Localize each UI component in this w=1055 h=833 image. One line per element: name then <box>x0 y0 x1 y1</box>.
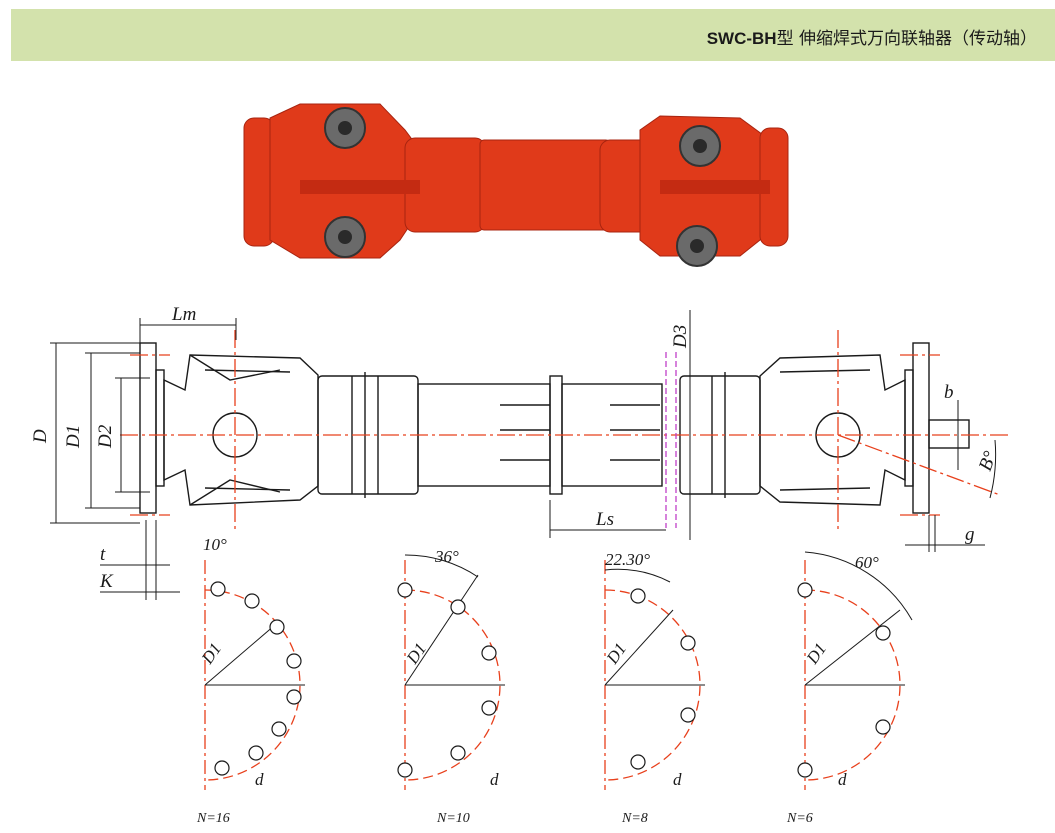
label-d1: D1 <box>63 425 84 449</box>
angle-1: 10° <box>203 535 227 554</box>
flange-pattern-1: 10° D1 d N=16 <box>196 535 305 826</box>
label-lm: Lm <box>171 304 196 325</box>
n-label-1: N=16 <box>196 811 230 826</box>
label-beta: B° <box>975 448 1001 474</box>
angle-2: 36° <box>434 547 459 566</box>
page-title: SWC-BH型 伸缩焊式万向联轴器（传动轴） <box>707 24 1037 49</box>
hole-label-2: d <box>490 770 499 789</box>
label-d: D <box>30 429 51 444</box>
flange-pattern-3: 22.30° D1 d N=8 <box>602 550 705 826</box>
n-label-4: N=6 <box>786 811 813 826</box>
hole-label-1: d <box>255 770 264 789</box>
title-suffix: 型 伸缩焊式万向联轴器（传动轴） <box>776 29 1037 49</box>
n-label-2: N=10 <box>436 811 470 826</box>
angle-4: 60° <box>855 553 879 572</box>
label-k: K <box>99 571 114 592</box>
label-b: b <box>944 382 954 403</box>
d1-label-2: D1 <box>402 639 430 668</box>
label-g: g <box>965 524 975 545</box>
model-code: SWC-BH <box>706 29 777 48</box>
d1-label-3: D1 <box>602 639 630 668</box>
hole-label-3: d <box>673 770 682 789</box>
d1-label-4: D1 <box>802 639 830 668</box>
flange-pattern-2: 36° D1 d N=10 <box>397 547 505 826</box>
label-t: t <box>100 544 106 565</box>
header-bar: SWC-BH型 伸缩焊式万向联轴器（传动轴） <box>11 9 1055 61</box>
label-ls: Ls <box>595 509 614 530</box>
d1-label-1: D1 <box>197 639 225 668</box>
flange-patterns: 10° D1 d N=16 36° D1 d N=10 <box>196 535 913 826</box>
n-label-3: N=8 <box>621 811 648 826</box>
label-d3: D3 <box>670 325 691 349</box>
hole-label-4: d <box>838 770 847 789</box>
product-photo <box>243 103 789 267</box>
label-d2: D2 <box>95 424 116 449</box>
flange-pattern-4: 60° D1 d N=6 <box>786 551 913 826</box>
angle-3: 22.30° <box>605 550 650 569</box>
